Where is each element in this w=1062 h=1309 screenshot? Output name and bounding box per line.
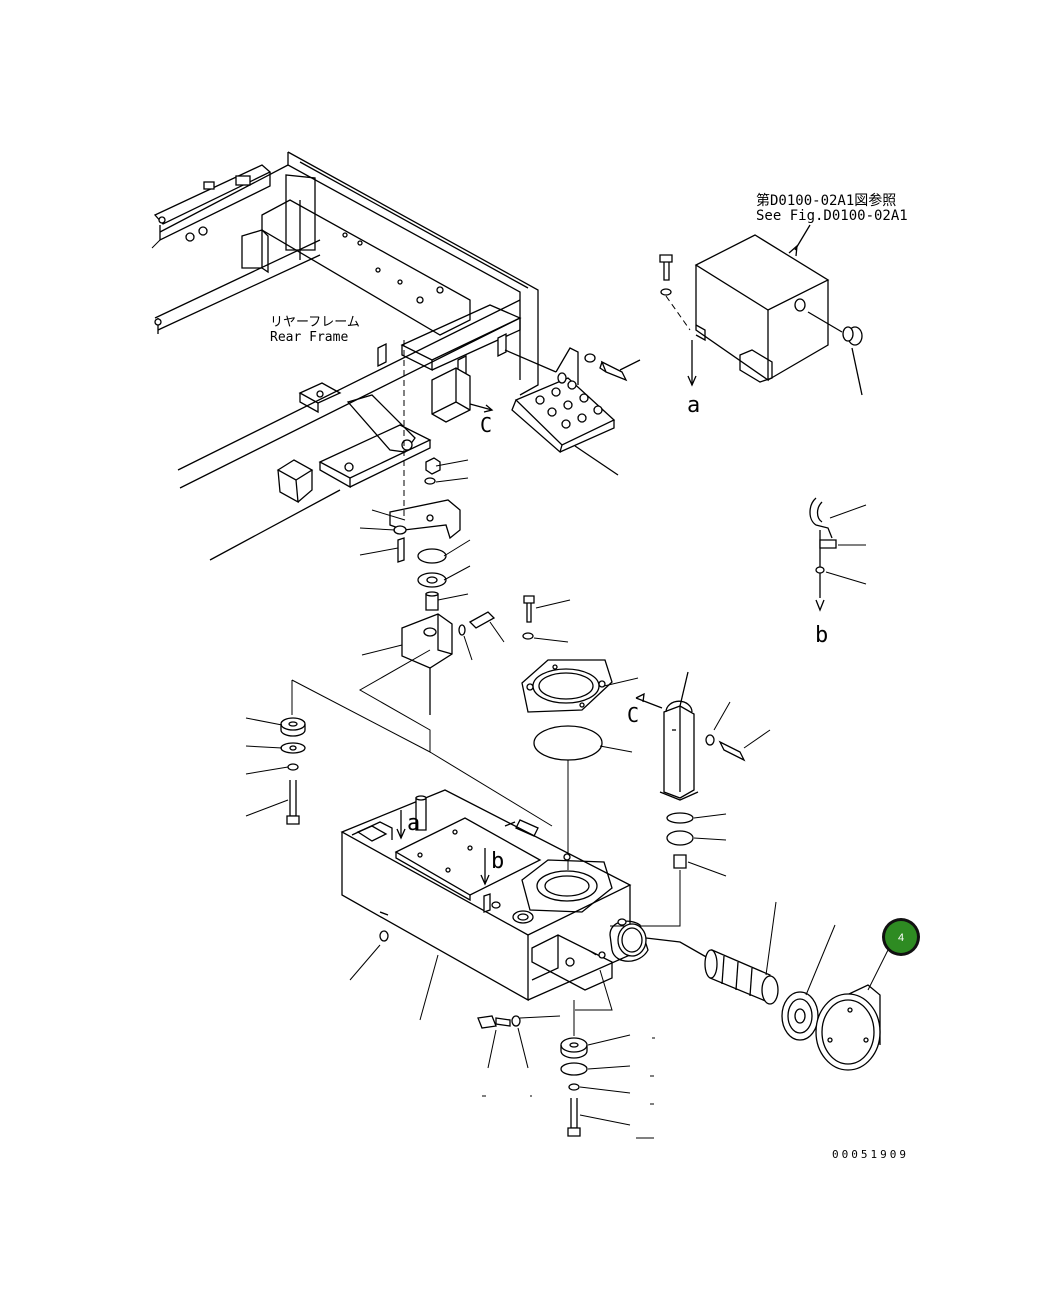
view-letter-b-dipstick: b	[815, 623, 828, 648]
flange-bolt	[522, 595, 535, 640]
magnet-plug	[781, 991, 819, 1041]
dipstick	[809, 497, 837, 612]
view-letter-b-tank: b	[491, 849, 504, 874]
view-letter-a-top: a	[687, 393, 700, 418]
cover-box	[694, 234, 830, 383]
rear-frame-label-jp: リヤーフレーム	[270, 315, 360, 330]
strainer	[704, 949, 779, 1005]
callout-4-fill	[885, 921, 917, 953]
cover-knob	[807, 311, 863, 396]
view-letter-a-tank: a	[407, 811, 420, 836]
pipe-washer	[666, 812, 694, 824]
view-letter-c-frame: C	[480, 413, 492, 437]
pipe-cushion	[666, 830, 694, 846]
bottom-bolt	[477, 1015, 521, 1029]
left-washer-stack	[280, 717, 306, 825]
step-plate	[511, 347, 616, 454]
mount-stack	[389, 457, 496, 715]
cover-bolt	[659, 254, 691, 331]
frame-bracket-c	[431, 367, 494, 423]
view-letter-c-pipe: C	[627, 703, 639, 727]
reference-label-jp: 第D0100-02A1図参照	[756, 192, 896, 209]
suction-elbow	[598, 918, 709, 962]
gasket	[533, 725, 603, 761]
hydraulic-tank	[340, 789, 632, 1002]
filter-cover	[815, 984, 881, 1071]
callout-4-label: 4	[898, 932, 904, 944]
rear-frame-label-en: Rear Frame	[270, 330, 348, 345]
pipe-bracket	[659, 700, 699, 801]
drawing-number: 00051909	[832, 1148, 909, 1161]
pipe-collar	[673, 854, 687, 869]
bottom-washer-stack	[560, 1037, 588, 1137]
rear-frame	[153, 151, 539, 561]
flange-plate	[521, 659, 613, 713]
step-bolt	[584, 353, 628, 382]
reference-label-en: See Fig.D0100-02A1	[756, 208, 908, 224]
callout-4-button[interactable]: 4	[882, 918, 920, 956]
